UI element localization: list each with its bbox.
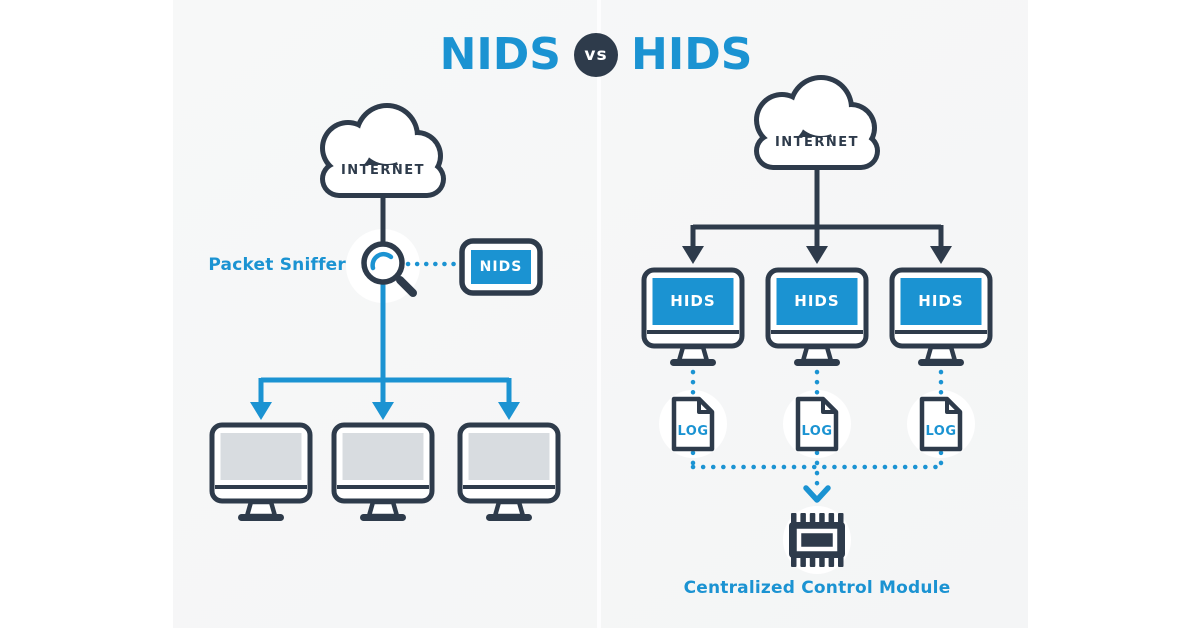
log-file-label: LOG	[925, 424, 957, 439]
vs-badge: vs	[574, 33, 618, 77]
nids-device-icon	[459, 238, 543, 296]
host-arrows	[682, 225, 952, 264]
packet-sniffer-label: Packet Sniffer	[208, 255, 346, 275]
centralized-control-module-label: Centralized Control Module	[683, 578, 951, 598]
arrow-down-icon	[682, 246, 704, 264]
host-monitor-icon	[212, 425, 310, 521]
hids-monitor-icon	[644, 270, 742, 366]
arrow-down-icon	[930, 246, 952, 264]
internet-label: INTERNET	[340, 163, 426, 178]
arrow-down-chevron-icon	[803, 485, 831, 503]
hids-monitor-icon	[892, 270, 990, 366]
hids-monitor-icon	[768, 270, 866, 366]
arrow-down-icon	[250, 402, 272, 420]
hids-screen-label: HIDS	[918, 292, 964, 310]
page-title: NIDS vs HIDS	[0, 33, 1192, 77]
title-hids: HIDS	[631, 29, 753, 80]
lan-arrows	[250, 378, 520, 420]
log-file-label: LOG	[677, 424, 709, 439]
nids-box-label: NIDS	[479, 259, 523, 275]
log-file-label: LOG	[801, 424, 833, 439]
hids-screen-label: HIDS	[794, 292, 840, 310]
title-nids: NIDS	[439, 29, 561, 80]
magnifier-icon	[361, 241, 417, 297]
internet-cloud-icon	[320, 103, 446, 198]
arrow-down-icon	[498, 402, 520, 420]
center-divider	[597, 0, 601, 628]
hids-screen-label: HIDS	[670, 292, 716, 310]
arrow-down-icon	[372, 402, 394, 420]
host-monitor-icon	[334, 425, 432, 521]
chip-icon	[783, 506, 851, 574]
internet-cloud-icon	[754, 75, 880, 170]
host-monitor-icon	[460, 425, 558, 521]
internet-label: INTERNET	[774, 135, 860, 150]
arrow-down-icon	[806, 246, 828, 264]
